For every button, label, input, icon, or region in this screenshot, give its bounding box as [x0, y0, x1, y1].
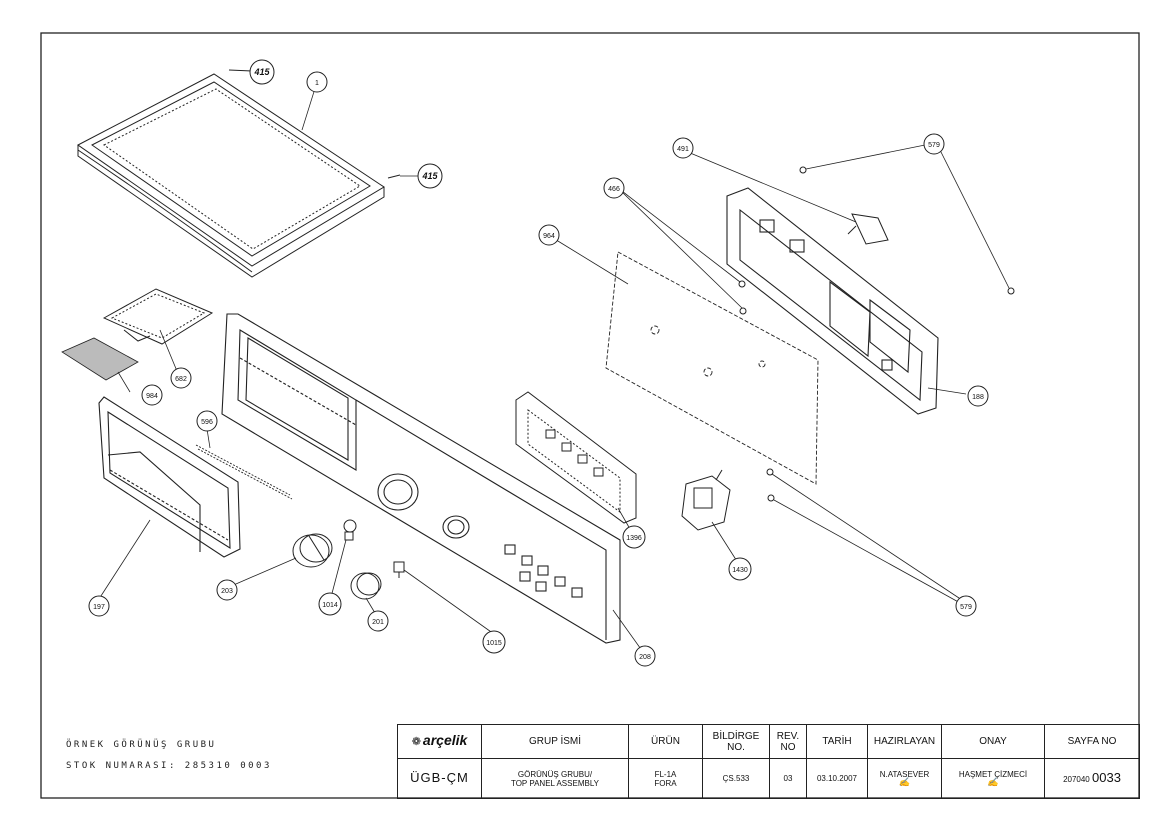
svg-text:197: 197: [93, 604, 105, 611]
group-name-en: TOP PANEL ASSEMBLY: [510, 778, 600, 788]
header-date: TARİH: [806, 724, 868, 759]
value-notice-no: ÇS.533: [702, 758, 770, 799]
svg-text:466: 466: [608, 186, 620, 193]
callout-201: 201: [367, 610, 389, 632]
drawer-front-197: [98, 396, 241, 558]
brand-logo: ❁arçelik: [397, 724, 482, 759]
header-rev-no: REV. NO: [769, 724, 807, 759]
header-product: ÜRÜN: [628, 724, 703, 759]
callout-984: 984: [141, 384, 163, 406]
temperature-knob-201: [350, 572, 382, 600]
svg-text:579: 579: [928, 142, 940, 149]
title-block: ❁arçelik GRUP İSMİ ÜRÜN BİLDİRGE NO. REV…: [397, 724, 1140, 799]
callout-208: 208: [634, 645, 656, 667]
product-line-2: FORA: [654, 778, 677, 788]
value-code: ÜGB-ÇM: [397, 758, 482, 799]
button-holder-1396: [515, 391, 637, 524]
leader-lines: [98, 81, 1010, 653]
pins-466: [738, 280, 747, 315]
callout-1: 1: [306, 71, 328, 93]
svg-text:1396: 1396: [626, 535, 642, 542]
callout-415-top: 415: [249, 59, 275, 85]
value-approval: HAŞMET ÇİZMECİ✍: [941, 758, 1045, 799]
svg-text:415: 415: [253, 67, 270, 77]
bracket-491: [847, 213, 889, 245]
svg-text:1: 1: [315, 80, 319, 87]
svg-text:201: 201: [372, 619, 384, 626]
header-approval: ONAY: [941, 724, 1045, 759]
value-date: 03.10.2007: [806, 758, 868, 799]
svg-text:1015: 1015: [486, 640, 502, 647]
label-sheet-984: [61, 337, 139, 381]
value-prepared-by: N.ATASEVER✍: [867, 758, 942, 799]
svg-text:415: 415: [421, 171, 438, 181]
group-label: ÖRNEK GÖRÜNÜŞ GRUBU: [66, 740, 217, 750]
callout-1430: 1430: [728, 557, 752, 581]
control-panel-frame: [221, 313, 621, 644]
header-prepared-by: HAZIRLAYAN: [867, 724, 942, 759]
svg-text:203: 203: [221, 588, 233, 595]
top-lid: [77, 69, 401, 278]
svg-text:964: 964: [543, 233, 555, 240]
insulation-sheet-964: [605, 251, 819, 485]
logo-mark-icon: ❁: [411, 736, 421, 748]
program-knob-203: [292, 533, 333, 568]
switch-1430: [681, 469, 731, 531]
knob-shaft-1014: [343, 519, 357, 541]
callout-579-top: 579: [923, 133, 945, 155]
signature-approval: ✍: [987, 777, 999, 788]
electronic-board-188: [726, 187, 939, 415]
signature-prepared: ✍: [898, 777, 911, 788]
svg-text:1430: 1430: [732, 567, 748, 574]
svg-text:188: 188: [972, 394, 984, 401]
value-rev-no: 03: [769, 758, 807, 799]
value-group-name: GÖRÜNÜŞ GRUBU/TOP PANEL ASSEMBLY: [481, 758, 629, 799]
svg-text:491: 491: [677, 146, 689, 153]
header-sheet-no: SAYFA NO: [1044, 724, 1140, 759]
callout-682: 682: [170, 367, 192, 389]
callout-415-side: 415: [417, 163, 443, 189]
screw-1015: [393, 561, 405, 578]
header-group-name: GRUP İSMİ: [481, 724, 629, 759]
stock-number: STOK NUMARASI: 285310 0003: [66, 761, 272, 771]
callout-466: 466: [603, 177, 625, 199]
callout-203: 203: [216, 579, 238, 601]
callout-491: 491: [672, 137, 694, 159]
callout-964: 964: [538, 224, 560, 246]
svg-text:682: 682: [175, 376, 187, 383]
callout-188: 188: [967, 385, 989, 407]
svg-text:984: 984: [146, 393, 158, 400]
svg-text:208: 208: [639, 654, 651, 661]
header-notice-no: BİLDİRGE NO.: [702, 724, 770, 759]
callout-1396: 1396: [622, 525, 646, 549]
group-name-tr: GÖRÜNÜŞ GRUBU/: [517, 769, 593, 779]
callout-1014: 1014: [318, 592, 342, 616]
callout-579-bottom: 579: [955, 595, 977, 617]
callout-596: 596: [196, 410, 218, 432]
seal-strip-596: [195, 444, 293, 500]
callout-1015: 1015: [482, 630, 506, 654]
svg-text:579: 579: [960, 604, 972, 611]
drawer-insert-682: [102, 288, 214, 345]
product-line-1: FL-1A: [654, 769, 677, 779]
callout-197: 197: [88, 595, 110, 617]
svg-text:596: 596: [201, 419, 213, 426]
svg-text:1014: 1014: [322, 602, 338, 609]
value-sheet-no: 207040 0033: [1044, 758, 1140, 799]
screws-579: [766, 166, 1015, 502]
